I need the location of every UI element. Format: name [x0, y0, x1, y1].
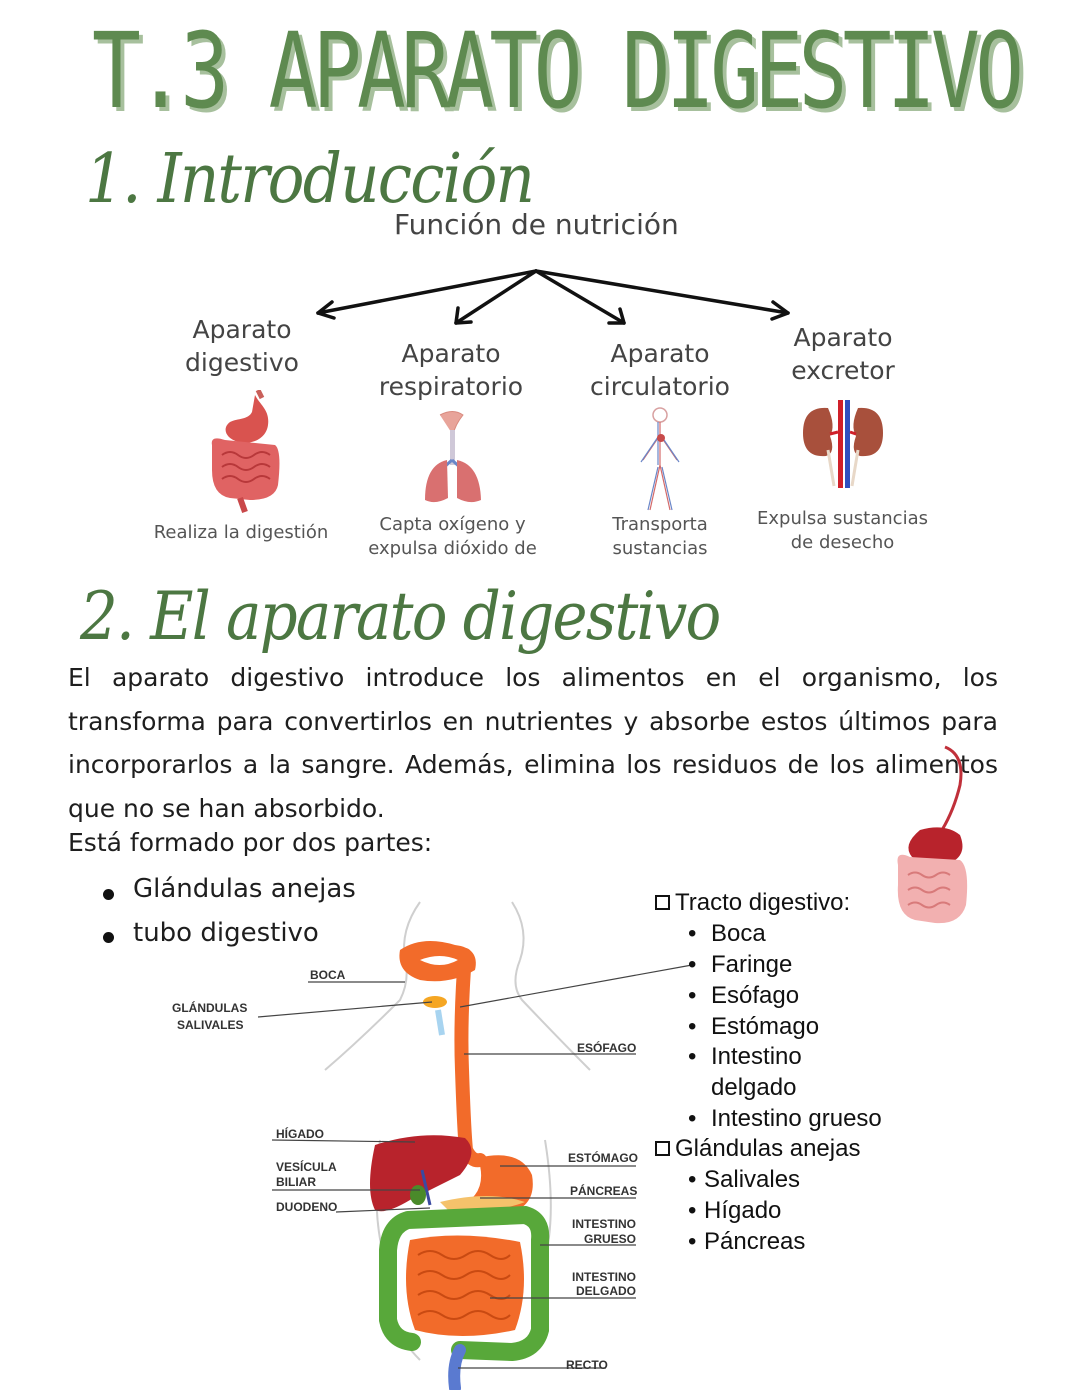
nutrition-arrows: [316, 269, 790, 325]
system-desc-circulatory: Transporta sustancias: [612, 514, 708, 559]
bullet-glyph: •: [688, 1013, 697, 1040]
system-name-digestive: Aparato digestivo: [185, 315, 299, 377]
gland-item-pancreas: Páncreas: [704, 1228, 806, 1255]
system-name-circulatory: Aparato circulatorio: [590, 339, 730, 401]
tract-item-esofago: Esófago: [711, 982, 800, 1009]
bullet-glyph: •: [688, 1197, 697, 1224]
bullet-glyph: •: [688, 1228, 697, 1255]
tract-item-faringe: Faringe: [711, 951, 793, 978]
bullet-dot: [103, 932, 114, 943]
arrow-circulatory: [534, 269, 626, 325]
system-desc-digestive: Realiza la digestión: [153, 522, 329, 543]
glands-heading: Glándulas anejas: [675, 1135, 861, 1162]
tract-item-intestino-grueso: Intestino grueso: [711, 1105, 882, 1132]
digestive-system-icon: [211, 390, 280, 514]
circulatory-system-icon: [640, 407, 680, 511]
nutrition-function-label: Función de nutrición: [394, 208, 679, 241]
diagram-label-intestino-delgado-1: INTESTINO: [572, 1270, 637, 1284]
formed-by-label: Está formado por dos partes:: [68, 828, 433, 857]
tract-heading: Tracto digestivo:: [675, 889, 851, 916]
gland-item-salivales: Salivales: [704, 1166, 801, 1193]
bullet-glyph: •: [688, 1043, 697, 1070]
bullet-glyph: •: [688, 920, 697, 947]
section-2-title: 2. El aparato digestivo: [80, 578, 721, 655]
tract-item-delgado: delgado: [711, 1074, 797, 1101]
gland-item-higado: Hígado: [704, 1197, 782, 1224]
bullet-glyph: •: [688, 982, 697, 1009]
diagram-label-estomago: ESTÓMAGO: [568, 1151, 639, 1165]
section-1-title: 1. Introducción: [85, 140, 535, 219]
kidneys-icon: [803, 400, 883, 488]
digestive-tract-illustration-icon: [897, 745, 968, 924]
arrow-respiratory: [454, 269, 538, 325]
system-desc-respiratory: Capta oxígeno y expulsa dióxido de: [368, 514, 537, 559]
intro-paragraph: El aparato digestivo introduce los alime…: [68, 663, 998, 823]
bullet-glyph: •: [688, 951, 697, 978]
diagram-label-higado: HÍGADO: [276, 1127, 324, 1141]
digestive-system-diagram: [257, 901, 636, 1390]
diagram-label-recto: RECTO: [566, 1358, 608, 1372]
page-title: T.3 APARATO DIGESTIVO: [92, 10, 1024, 132]
lungs-icon: [425, 411, 481, 503]
tract-item-estomago: Estómago: [711, 1013, 820, 1040]
faringe-pointer-line: [460, 964, 693, 1008]
diagram-label-intestino-delgado-2: DELGADO: [576, 1284, 636, 1298]
diagram-label-intestino-grueso-1: INTESTINO: [572, 1217, 637, 1231]
bullet-dot: [103, 889, 114, 900]
arrow-digestive: [316, 269, 538, 315]
system-name-excretory: Aparato excretor: [791, 323, 895, 385]
diagram-label-glandulas: GLÁNDULAS: [172, 1001, 248, 1015]
diagram-label-salivales: SALIVALES: [177, 1018, 244, 1032]
tract-item-intestino: Intestino: [711, 1043, 802, 1070]
bullet-glyph: •: [688, 1105, 697, 1132]
bullet-glyph: •: [688, 1166, 697, 1193]
diagram-label-biliar: BILIAR: [276, 1175, 316, 1189]
system-desc-excretory: Expulsa sustancias de desecho: [757, 508, 928, 553]
arrow-excretory: [534, 269, 790, 315]
system-name-respiratory: Aparato respiratorio: [378, 339, 524, 401]
tract-checkbox: [655, 895, 670, 910]
part-glands: Glándulas anejas: [133, 874, 356, 904]
tract-item-boca: Boca: [711, 920, 766, 947]
glands-checkbox: [655, 1141, 670, 1156]
diagram-label-duodeno: DUODENO: [276, 1200, 338, 1214]
diagram-label-intestino-grueso-2: GRUESO: [584, 1232, 637, 1246]
diagram-label-vesicula: VESÍCULA: [276, 1160, 337, 1174]
diagram-label-pancreas: PÁNCREAS: [570, 1184, 638, 1198]
diagram-label-boca: BOCA: [310, 968, 346, 982]
part-tube: tubo digestivo: [133, 918, 319, 948]
diagram-label-esofago: ESÓFAGO: [577, 1041, 637, 1055]
